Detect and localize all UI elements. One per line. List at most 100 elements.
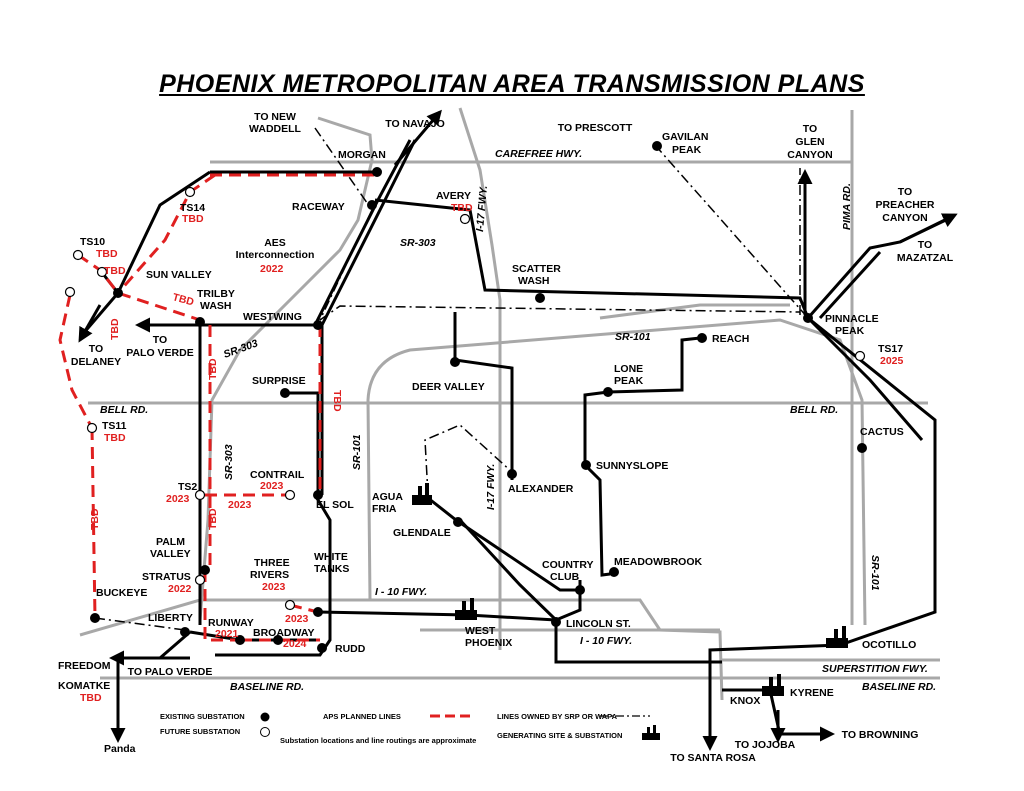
substation-threerivers-dot <box>284 599 296 611</box>
substation-countryclub-dot <box>575 585 585 595</box>
substation-runway-dot <box>235 635 245 645</box>
substation-ts11-dot <box>86 422 98 434</box>
line-tbd-westwing: TBD <box>331 390 343 412</box>
label-contrail-date: 2023 <box>260 480 284 492</box>
dest-browning: TO BROWNING <box>842 729 919 741</box>
road-sr303-north: SR-303 <box>400 237 436 249</box>
road-sr303-mid: SR-303 <box>222 337 260 361</box>
substation-sunvalley-dot <box>113 288 123 298</box>
label-ts14-date: TBD <box>182 213 204 225</box>
label-komatke-date: TBD <box>80 692 102 704</box>
dest-palo-verde-south: TO PALO VERDE <box>128 666 213 678</box>
road-pima: PIMA RD. <box>841 183 853 230</box>
road-superstition: SUPERSTITION FWY. <box>822 663 928 675</box>
generating-sites <box>412 483 848 696</box>
line-tbd-delaney: TBD <box>109 318 121 340</box>
label-raceway: RACEWAY <box>292 201 345 213</box>
road-i17-north: I-17 FWY. <box>474 185 490 232</box>
road-labels: CAREFREE HWY. BELL RD. BELL RD. I-17 FWY… <box>100 148 936 693</box>
label-ts17: TS17 <box>878 343 903 355</box>
legend-future-label: FUTURE SUBSTATION <box>160 727 240 736</box>
legend: EXISTING SUBSTATION FUTURE SUBSTATION AP… <box>160 712 660 745</box>
line-westwing-morgan-1 <box>313 139 412 326</box>
substation-ts10c-dot <box>64 286 76 298</box>
substation-trilby-dot <box>195 317 205 327</box>
label-runway: RUNWAY <box>208 617 254 629</box>
srp-prescott <box>654 144 809 319</box>
label-ts10-date: TBD <box>96 248 118 260</box>
label-runway-date: 2021 <box>215 628 239 640</box>
line-surprise <box>285 391 320 495</box>
legend-note: Substation locations and line routings a… <box>280 736 476 745</box>
label-panda: Panda <box>104 743 136 755</box>
roads <box>79 107 940 701</box>
line-westphoenix <box>317 610 557 622</box>
map-title: PHOENIX METROPOLITAN AREA TRANSMISSION P… <box>159 70 865 98</box>
line-tbd-trilby-down: TBD <box>207 358 219 380</box>
planned-ts14-loop <box>116 173 216 294</box>
label-buckeye: BUCKEYE <box>96 587 147 599</box>
substation-ts2-dot <box>194 489 206 501</box>
arrow-delaney <box>78 304 102 343</box>
line-date-2023-three-rivers: 2023 <box>285 613 309 625</box>
dest-prescott: TO PRESCOTT <box>558 122 633 134</box>
line-pinnacle-preacher <box>806 216 951 319</box>
road-carefree: CAREFREE HWY. <box>495 148 582 160</box>
substation-sunnyslope-dot <box>581 460 591 470</box>
label-freedom: FREEDOM <box>58 660 111 672</box>
substation-stratus-dot <box>200 565 210 575</box>
substation-broadway-dot <box>273 635 283 645</box>
srp-westwing-pinnacle <box>319 305 801 321</box>
substation-liberty-dot <box>180 627 190 637</box>
label-broadway-date: 2024 <box>283 638 307 650</box>
label-reach: REACH <box>712 333 749 345</box>
substation-surprise-dot <box>280 388 290 398</box>
srp-new-waddell <box>314 127 373 321</box>
label-sun-valley: SUN VALLEY <box>146 269 212 281</box>
label-ts11-date: TBD <box>104 432 126 444</box>
road-i10-west: I - 10 FWY. <box>375 586 427 598</box>
substation-cactus-dot <box>857 443 867 453</box>
substation-whitetanks-dot <box>313 607 323 617</box>
substation-avery-dot <box>459 213 471 225</box>
line-deer-valley <box>453 312 514 480</box>
label-meadowbrook: MEADOWBROOK <box>614 556 702 568</box>
road-sr101-west: SR-101 <box>351 434 363 470</box>
substation-elsol-dot <box>313 490 323 500</box>
agua-fria-generating-icon <box>412 483 432 505</box>
srp-agua-alexander <box>424 424 513 496</box>
line-reach <box>583 336 701 577</box>
label-three-rivers-date: 2023 <box>262 581 286 593</box>
line-westwing-morgan-2 <box>320 139 417 326</box>
dest-jojoba: TO JOJOBA <box>735 739 796 751</box>
arrow-navajo <box>393 109 442 166</box>
substation-deervalley-dot <box>450 357 460 367</box>
substation-ts10-dot <box>72 249 84 261</box>
road-baseline-east: BASELINE RD. <box>862 681 936 693</box>
legend-future-dot <box>260 727 270 737</box>
label-el-sol: EL SOL <box>316 499 354 511</box>
line-raceway-avery <box>374 198 810 319</box>
legend-srp-label: LINES OWNED BY SRP OR WAPA <box>497 712 618 721</box>
label-komatke: KOMATKE <box>58 680 110 692</box>
label-stratus: STRATUS <box>142 571 191 583</box>
line-westwing-sunvalley <box>116 170 211 294</box>
label-surprise: SURPRISE <box>252 375 306 387</box>
road-bell-west: BELL RD. <box>100 404 148 416</box>
label-ts10: TS10 <box>80 236 105 248</box>
label-glendale: GLENDALE <box>393 527 451 539</box>
label-avery-date: TBD <box>451 202 473 214</box>
line-tbd-lower: TBD <box>207 508 219 530</box>
future-substations <box>64 186 866 611</box>
label-westwing: WESTWING <box>243 311 302 323</box>
substation-rudd-dot <box>317 643 327 653</box>
